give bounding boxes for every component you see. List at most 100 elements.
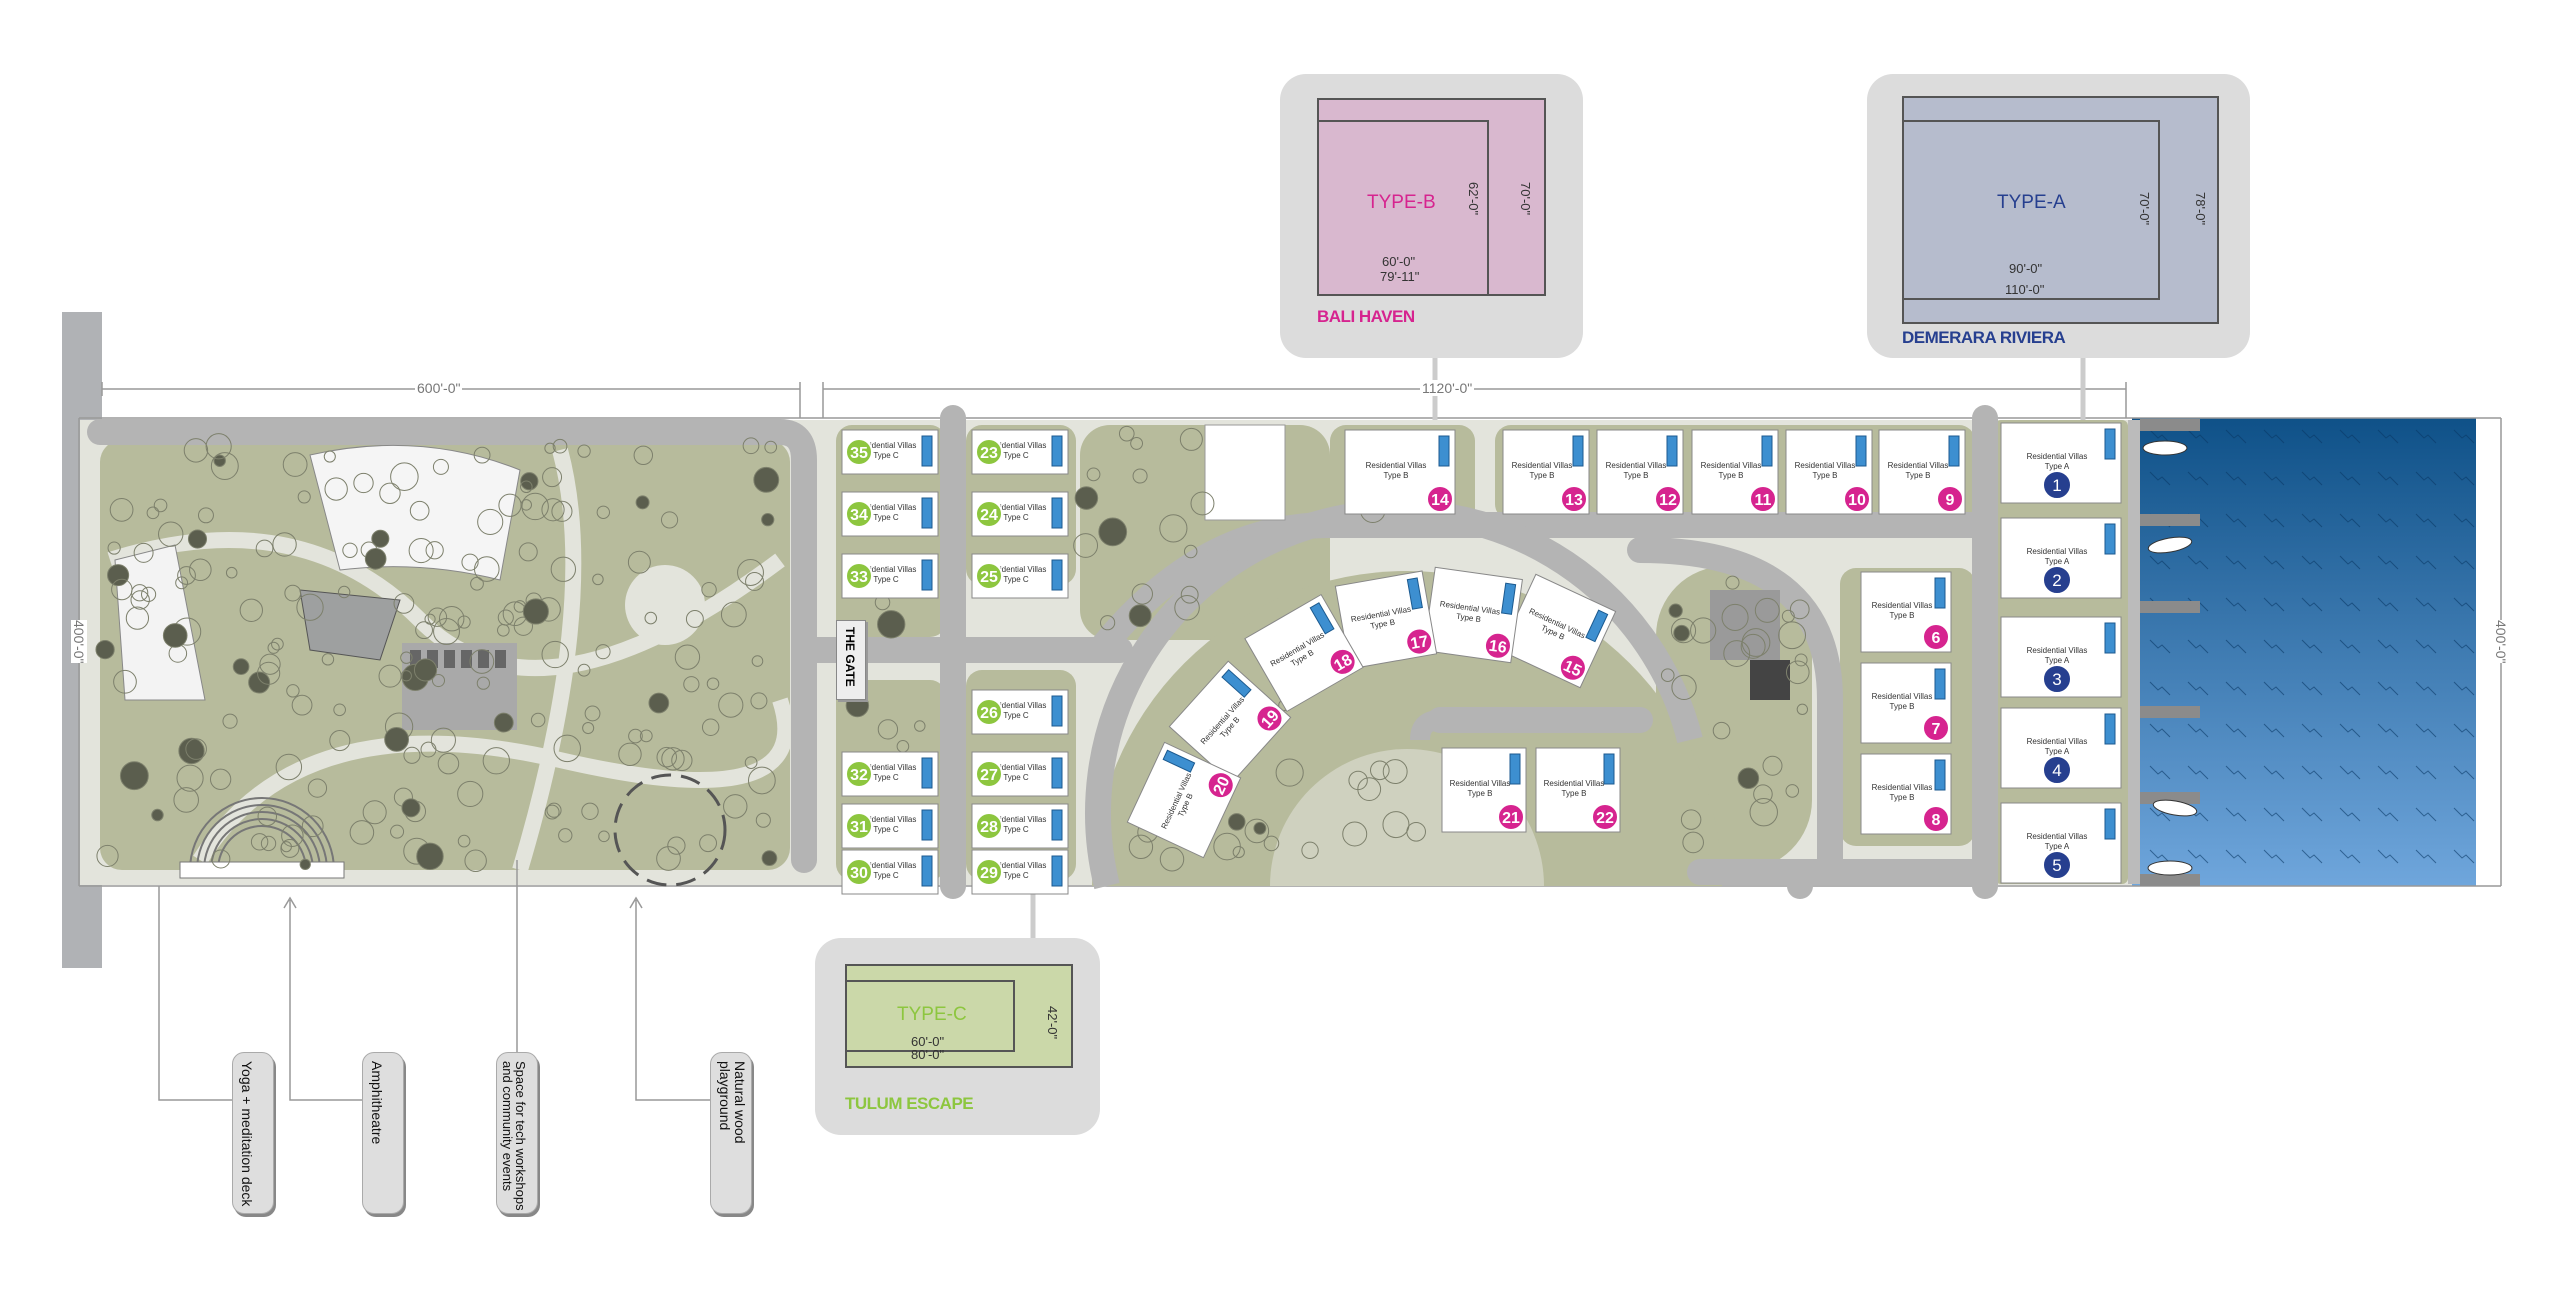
villa-number-badge: [1922, 805, 1950, 833]
tree: [107, 564, 130, 587]
tree: [1086, 467, 1101, 482]
pool: [921, 809, 933, 841]
amenity-text: Space for tech workshops and community e…: [500, 1061, 528, 1211]
tree: [321, 653, 335, 666]
tree: [1382, 811, 1410, 839]
villa-number-badge: [2042, 470, 2072, 500]
villa-number-badge: [2042, 850, 2072, 880]
dimension-right-depth: 400'-0": [2493, 620, 2509, 664]
dimension-left-depth: 400'-0": [71, 620, 87, 664]
villa-number-badge: [1558, 653, 1587, 682]
tree: [1671, 674, 1697, 700]
gate-label: THE GATE: [843, 627, 857, 687]
villa-number-badge: [1843, 485, 1871, 513]
wave-mark: [2377, 807, 2399, 822]
amphitheatre-seating: [189, 797, 335, 871]
pool: [1666, 435, 1678, 467]
wave-mark: [2263, 681, 2285, 696]
wave-mark: [2453, 807, 2475, 822]
tree: [522, 598, 549, 625]
villa-number-badge: [1936, 485, 1964, 513]
wave-mark: [2453, 723, 2475, 738]
tree: [393, 593, 415, 614]
pool: [2104, 523, 2116, 555]
wave-mark: [2339, 555, 2361, 570]
tree: [469, 649, 495, 674]
tree: [656, 846, 681, 871]
villa-type: Type A: [2045, 462, 2070, 471]
tree: [1098, 517, 1128, 547]
tree: [1660, 668, 1675, 682]
tree: [577, 444, 591, 458]
amenity-text: Amphitheatre: [369, 1061, 385, 1145]
tree: [457, 834, 471, 848]
pool: [2104, 622, 2116, 654]
solar-panel: [1750, 660, 1790, 700]
type-b-label: TYPE-B: [1367, 192, 1436, 213]
pool: [1855, 435, 1867, 467]
tree: [520, 480, 533, 494]
tree: [542, 467, 563, 488]
tree: [1159, 514, 1188, 543]
tree: [660, 511, 679, 529]
pool: [1051, 497, 1063, 529]
wave-mark: [2149, 765, 2171, 780]
tree: [1749, 797, 1778, 827]
tree: [618, 742, 642, 767]
villa-number-badge: [975, 698, 1003, 726]
villa-label: Residential Villas: [986, 503, 1047, 512]
tree: [473, 556, 500, 582]
tree: [598, 830, 610, 843]
tree: [329, 730, 351, 752]
wave-mark: [2301, 765, 2323, 780]
wave-mark: [2149, 639, 2171, 654]
villa-label: Residential Villas: [2027, 452, 2088, 461]
tree: [464, 849, 487, 872]
wave-mark: [2339, 849, 2361, 864]
tree: [415, 621, 433, 640]
villa-number: 25: [980, 569, 998, 586]
tree: [755, 812, 771, 828]
tree: [1668, 603, 1683, 618]
villa-label: Residential Villas: [856, 861, 917, 870]
tree: [176, 764, 204, 792]
villa-number: 34: [850, 507, 868, 524]
tree: [1778, 621, 1806, 650]
wave-mark: [2149, 807, 2171, 822]
tree: [737, 559, 764, 586]
dim-depth-inner: 62'-0": [1466, 182, 1481, 216]
pier: [2140, 514, 2200, 526]
villa-type: Type A: [2045, 656, 2070, 665]
tree: [1128, 834, 1154, 860]
tree: [437, 752, 460, 775]
tree: [1232, 845, 1245, 859]
tree: [409, 500, 430, 521]
tree: [371, 529, 390, 548]
type-c-name: TULUM ESCAPE: [845, 1094, 974, 1113]
tree: [513, 616, 533, 636]
tree: [473, 446, 491, 464]
tree: [107, 541, 121, 555]
tree: [744, 756, 758, 769]
tree: [674, 644, 701, 670]
fountain-plaza: [625, 565, 705, 645]
wave-mark: [2453, 471, 2475, 486]
amenity-text: Natural wood playground: [717, 1061, 748, 1144]
tree: [257, 661, 281, 685]
type-b-inner: [1317, 120, 1489, 296]
tree: [189, 558, 212, 582]
tree: [259, 653, 281, 675]
wave-mark: [2301, 429, 2323, 444]
wave-mark: [2225, 555, 2247, 570]
tree: [353, 472, 374, 494]
wave-mark: [2301, 681, 2323, 696]
villa-number: 15: [1561, 658, 1584, 681]
tree: [1073, 533, 1099, 558]
villa-type: Type B: [1456, 612, 1482, 624]
pool: [1934, 577, 1946, 609]
wave-mark: [2187, 639, 2209, 654]
tree: [477, 508, 504, 535]
